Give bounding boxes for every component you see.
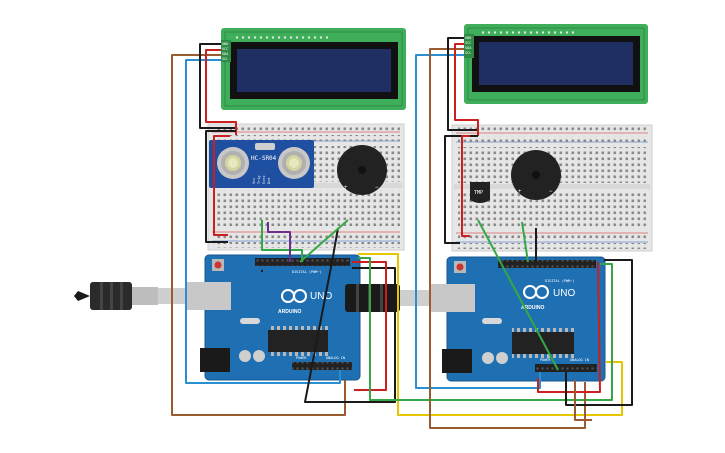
arduino-right-digital-label: DIGITAL (PWM~) <box>545 279 575 283</box>
sensor-pin-trig: Trig <box>257 176 261 184</box>
buzzer-left: + − <box>337 145 387 195</box>
lcd-right-pin-scl: SCL <box>465 51 471 55</box>
wire-purple-left <box>267 222 291 262</box>
ultrasonic-sensor: HC-SR04 Vcc Trig Echo Gnd <box>209 140 314 188</box>
lcd-right-pin-gnd: GND <box>465 36 471 40</box>
svg-text:−: − <box>549 189 553 195</box>
lcd-left-pin-sda: SDA <box>222 52 229 56</box>
arduino-right: UNO ARDUINO DIGITAL (PWM~) POWER ANALOG … <box>430 256 606 382</box>
lcd-left: GND VCC SDA SCL <box>221 28 406 110</box>
svg-text:+: + <box>344 185 348 191</box>
wire-yellow-left <box>358 253 623 416</box>
wire-brown-left <box>171 54 346 416</box>
arduino-left-brand: ARDUINO <box>278 309 301 315</box>
lcd-right-pin-sda: SDA <box>465 46 472 50</box>
sensor-pin-echo: Echo <box>262 176 266 184</box>
temperature-sensor-label: TMP <box>474 190 483 196</box>
usb-cable-left <box>74 282 198 310</box>
wire-green-right-1 <box>477 219 559 371</box>
arduino-right-analog-label: ANALOG IN <box>570 358 589 362</box>
arduino-right-model: UNO <box>553 288 575 299</box>
wire-red-right-2 <box>537 261 601 393</box>
temperature-sensor: TMP <box>470 182 490 203</box>
svg-text:+: + <box>518 189 522 195</box>
buzzer-right: + − <box>511 150 561 200</box>
sensor-pin-vcc: Vcc <box>252 178 256 184</box>
wire-red-right-lcd <box>454 43 479 136</box>
wire-red-right-rail <box>461 135 470 237</box>
wire-green-left-2 <box>299 219 349 263</box>
lcd-left-pin-scl: SCL <box>222 57 228 61</box>
wire-blue-left <box>185 59 341 384</box>
wire-black-right-lcd <box>447 37 478 131</box>
lcd-right-pin-vcc: VCC <box>465 41 471 45</box>
wire-black-left-rail <box>205 130 236 243</box>
arduino-left-digital-label: DIGITAL (PWM~) <box>292 270 322 274</box>
wire-red-left-lcd <box>205 49 237 135</box>
lcd-left-pin-gnd: GND <box>222 42 228 46</box>
svg-text:−: − <box>375 185 379 191</box>
sensor-pin-gnd: Gnd <box>267 178 271 184</box>
wire-black-right-gnd <box>565 259 633 406</box>
arduino-left-power-label: POWER <box>296 356 307 360</box>
wire-red-left-rail <box>213 135 230 236</box>
wire-black-left-buzzer <box>304 227 396 403</box>
arduino-left: UNO ARDUINO DIGITAL (PWM~) POWER ANALOG … <box>186 254 361 381</box>
arduino-right-power-label: POWER <box>540 358 551 362</box>
arduino-right-brand: ARDUINO <box>521 305 544 311</box>
sensor-label: HC-SR04 <box>251 155 277 162</box>
arduino-left-analog-label: ANALOG IN <box>326 356 345 360</box>
wire-green-long <box>358 257 613 401</box>
wire-green-left-1 <box>261 220 303 262</box>
wires <box>171 37 633 429</box>
wire-black-left-lcd <box>199 43 236 129</box>
wire-green-right-2 <box>521 221 529 263</box>
wire-brown-right <box>429 48 586 429</box>
arduino-left-model: UNO <box>310 291 332 302</box>
wire-brown-right-2 <box>574 380 592 421</box>
lcd-left-pin-vcc: VCC <box>222 47 228 51</box>
usb-cable-right <box>345 284 440 312</box>
wire-blue-right <box>415 54 541 389</box>
lcd-right: GND VCC SDA SCL <box>464 24 648 104</box>
